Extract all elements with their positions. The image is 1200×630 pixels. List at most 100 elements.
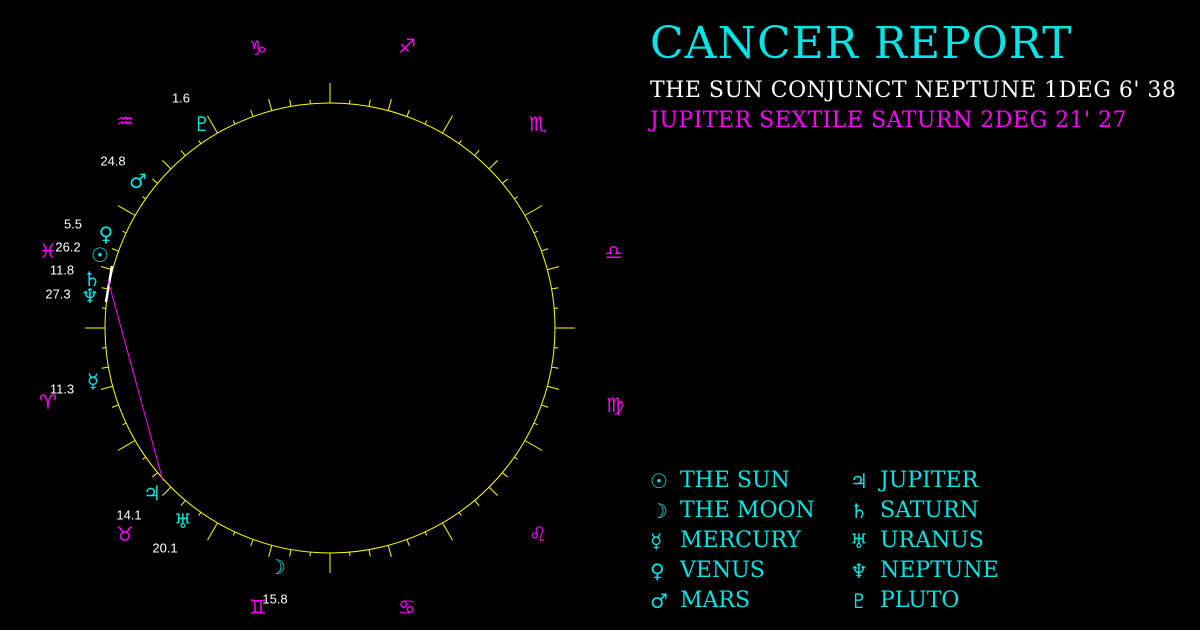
legend-glyph-icon: ♄ — [850, 499, 868, 523]
degree-tick — [458, 512, 462, 516]
legend-item: ☽THE MOON — [650, 496, 815, 526]
legend-item: ♃JUPITER — [850, 466, 999, 496]
sign-leo-icon: ♌ — [529, 522, 547, 546]
degree-tick — [442, 115, 453, 134]
degree-label-uranus: 20.1 — [152, 541, 177, 556]
degree-tick — [551, 366, 559, 369]
degree-labels: 1.624.85.526.211.827.311.314.120.115.8 — [45, 91, 287, 607]
sign-libra-icon: ♎ — [605, 240, 623, 264]
degree-tick — [488, 486, 498, 496]
legend-label: MARS — [680, 588, 751, 613]
degree-label-venus: 5.5 — [64, 217, 82, 232]
legend-glyph-icon: ☿ — [650, 529, 663, 553]
legend-glyph-icon: ♅ — [850, 529, 868, 553]
degree-tick — [142, 456, 146, 460]
degree-tick — [180, 149, 186, 156]
planet-glyphs: ♇♂♀☉♄♆☿♃♅☽ — [81, 112, 286, 579]
legend-label: URANUS — [880, 528, 984, 553]
degree-tick — [547, 266, 560, 271]
sign-scorpio-icon: ♏ — [529, 112, 547, 136]
aspect-line-2: JUPITER SEXTILE SATURN 2DEG 21' 27 — [650, 108, 1128, 133]
degree-tick — [442, 522, 453, 541]
degree-tick — [406, 109, 410, 117]
planet-jupiter-icon: ♃ — [143, 481, 161, 505]
legend-glyph-icon: ♂ — [650, 589, 668, 613]
legend-label: VENUS — [680, 558, 765, 583]
legend-right-column: ♃JUPITER ♄ SATURN ♅ URANUS ♆NEPTUNE♇PLUTO — [850, 466, 999, 616]
degree-tick — [406, 539, 410, 547]
degree-tick — [101, 366, 109, 369]
degree-tick — [207, 115, 218, 134]
degree-label-neptune: 27.3 — [45, 287, 70, 302]
degree-tick — [111, 404, 119, 408]
sign-aquarius-icon: ♒ — [116, 109, 134, 133]
planet-saturn-icon: ♄ — [83, 267, 101, 291]
degree-tick — [488, 160, 498, 170]
legend-item: ♅ URANUS — [850, 526, 999, 556]
degree-tick — [162, 486, 172, 496]
degree-tick — [541, 248, 549, 252]
degree-tick — [289, 549, 292, 557]
legend-item: ♇PLUTO — [850, 586, 999, 616]
degree-tick — [162, 160, 172, 170]
planet-mercury-icon: ☿ — [87, 369, 99, 393]
degree-tick — [180, 500, 186, 507]
sign-gemini-icon: ♊ — [249, 595, 267, 619]
legend-item: ♆NEPTUNE — [850, 556, 999, 586]
degree-tick — [111, 248, 119, 252]
zodiac-ring — [104, 102, 556, 554]
sign-sagittarius-icon: ♐ — [398, 34, 416, 58]
degree-tick — [387, 98, 392, 111]
legend-glyph-icon: ♃ — [850, 469, 868, 493]
degree-label-mercury: 11.3 — [50, 382, 74, 397]
degree-tick — [268, 545, 273, 558]
legend-label: SATURN — [880, 498, 979, 523]
degree-tick — [502, 472, 509, 478]
degree-tick — [117, 205, 136, 216]
legend-item: ♀VENUS — [650, 556, 815, 586]
degree-tick — [458, 140, 462, 144]
sign-virgo-icon: ♍ — [606, 393, 624, 417]
planet-pluto-icon: ♇ — [193, 112, 211, 136]
degree-label-pluto: 1.6 — [172, 91, 190, 106]
sign-aries-icon: ♈ — [39, 390, 57, 414]
degree-tick — [268, 98, 273, 111]
sign-taurus-icon: ♉ — [116, 522, 134, 546]
aspect-line-1: THE SUN CONJUNCT NEPTUNE 1DEG 6' 38 — [650, 78, 1177, 103]
legend-label: PLUTO — [880, 588, 960, 613]
legend-glyph-icon: ☉ — [650, 469, 668, 493]
degree-tick — [122, 422, 127, 426]
aspect-lines — [104, 265, 164, 482]
degree-label-moon: 15.8 — [262, 592, 287, 607]
degree-tick — [514, 456, 518, 460]
degree-tick — [533, 230, 538, 234]
legend-label: MERCURY — [680, 528, 801, 553]
report-title: CANCER REPORT — [650, 18, 1073, 69]
degree-tick — [533, 422, 538, 426]
degree-tick — [424, 120, 428, 125]
degree-tick — [100, 385, 113, 390]
legend-glyph-icon: ♆ — [850, 559, 868, 583]
degree-tick — [387, 545, 392, 558]
degree-tick — [368, 99, 371, 107]
degree-tick — [198, 512, 202, 516]
legend-item: ☉THE SUN — [650, 466, 815, 496]
planet-uranus-icon: ♅ — [174, 509, 192, 533]
planet-mars-icon: ♂ — [129, 169, 147, 193]
sign-cancer-icon: ♋ — [398, 595, 416, 619]
zodiac-wheel: ♑♐♏♎♍♌♋♊♉♈♓♒ ♇♂♀☉♄♆☿♃♅☽ 1.624.85.526.211… — [39, 34, 624, 619]
planet-venus-icon: ♀ — [99, 222, 114, 246]
degree-tick — [232, 120, 236, 125]
degree-tick — [502, 178, 509, 184]
degree-tick — [151, 472, 158, 478]
degree-tick — [547, 385, 560, 390]
planet-neptune-icon: ♆ — [81, 284, 99, 308]
degree-tick — [551, 287, 559, 290]
sign-capricorn-icon: ♑ — [249, 36, 267, 60]
degree-tick — [474, 149, 480, 156]
degree-tick — [232, 531, 236, 536]
degree-tick — [117, 440, 136, 451]
degree-tick — [474, 500, 480, 507]
degree-tick — [368, 549, 371, 557]
legend-item: ♂ MARS — [650, 586, 815, 616]
